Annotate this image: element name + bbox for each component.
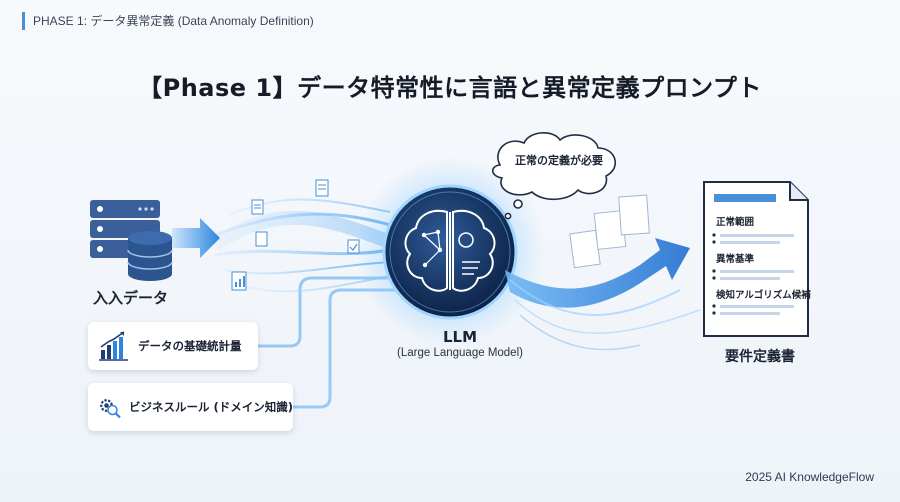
- output-stream: [505, 238, 701, 351]
- document-icon: [703, 181, 809, 337]
- requirements-doc-caption: 要件定義書: [725, 349, 795, 365]
- business-rules-card: ビジネスルール (ドメイン知識): [88, 383, 293, 431]
- llm-subtitle: (Large Language Model): [397, 347, 523, 359]
- database-icon: [90, 200, 173, 281]
- doc-item-algorithm-candidates: 検知アルゴリズム候補: [716, 290, 811, 301]
- paper-stack-icon: [569, 194, 650, 269]
- stats-card-label: データの基礎統計量: [138, 339, 242, 353]
- input-arrow: [172, 218, 220, 258]
- llm-title: LLM: [442, 328, 478, 346]
- footer-credit: 2025 AI KnowledgeFlow: [745, 470, 874, 484]
- page-title: 【Phase 1】データ特常性に言語と異常定義プロンプト: [138, 74, 762, 102]
- brain-icon: [404, 209, 496, 292]
- doc-item-normal-range: 正常範囲: [716, 217, 755, 228]
- thought-bubble-text: 正常の定義が必要: [515, 154, 603, 167]
- stats-card: データの基礎統計量: [88, 322, 258, 370]
- phase-label: PHASE 1: データ異常定義 (Data Anomaly Definitio…: [22, 12, 314, 30]
- input-data-label: 入入データ: [93, 289, 169, 307]
- gear-search-icon: [100, 399, 121, 419]
- file-icon: [231, 179, 360, 291]
- bar-chart-icon: [99, 331, 128, 361]
- doc-item-anomaly-criteria: 異常基準: [716, 254, 755, 265]
- business-rules-card-label: ビジネスルール (ドメイン知識): [128, 400, 293, 414]
- thought-bubble: [491, 132, 617, 220]
- connector-line: [258, 276, 395, 409]
